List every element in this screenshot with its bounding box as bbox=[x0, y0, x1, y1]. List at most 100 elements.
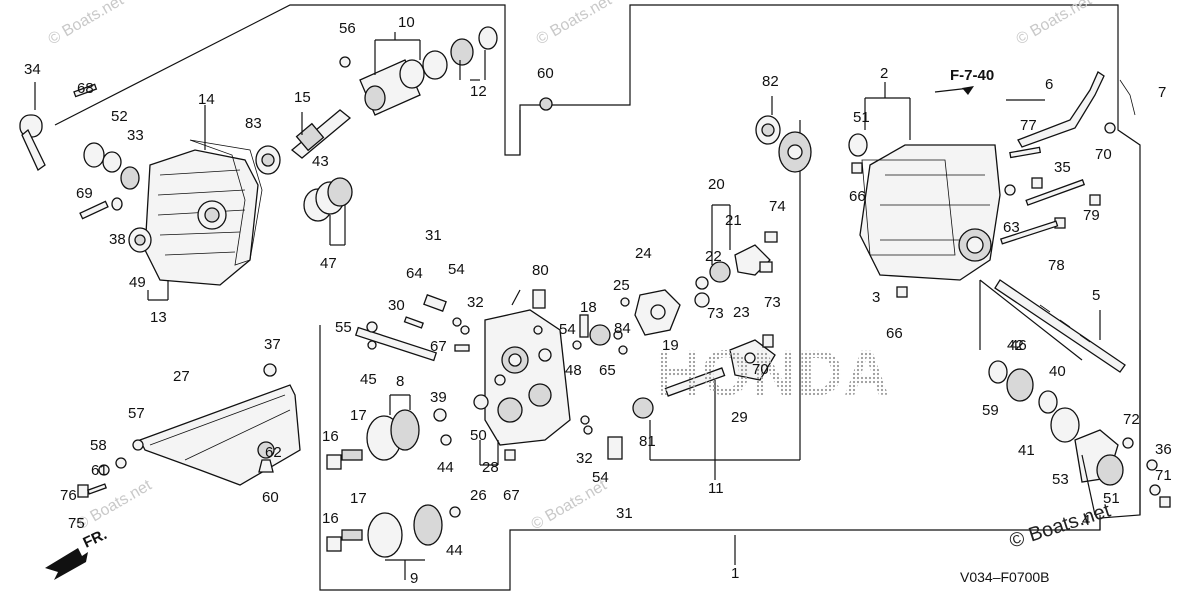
callout-number: 36 bbox=[1155, 441, 1172, 458]
callout-number: 2 bbox=[880, 65, 888, 82]
callout-number: 30 bbox=[388, 297, 405, 314]
callout-number: 51 bbox=[853, 109, 870, 126]
callout-number: 37 bbox=[264, 336, 281, 353]
callout-number: 81 bbox=[639, 433, 656, 450]
watermark: © Boats.net bbox=[46, 0, 128, 48]
callout-number: 44 bbox=[446, 542, 463, 559]
callout-number: 9 bbox=[410, 570, 418, 587]
callout-number: 33 bbox=[127, 127, 144, 144]
callout-number: 51 bbox=[1103, 490, 1120, 507]
callout-number: 15 bbox=[294, 89, 311, 106]
copyright-label: © Boats.net bbox=[1007, 499, 1114, 552]
callout-number: 68 bbox=[77, 80, 94, 97]
callout-number: 61 bbox=[91, 462, 108, 479]
callout-number: 66 bbox=[849, 188, 866, 205]
front-arrow-icon bbox=[45, 548, 88, 580]
left-housing-group bbox=[19, 26, 553, 286]
callout-number: 14 bbox=[198, 91, 215, 108]
callout-number: 73 bbox=[764, 294, 781, 311]
callout-number: 17 bbox=[350, 490, 367, 507]
callout-number: 55 bbox=[335, 319, 352, 336]
callout-number: 50 bbox=[470, 427, 487, 444]
callout-number: 3 bbox=[872, 289, 880, 306]
callout-number: 7 bbox=[1158, 84, 1166, 101]
callout-number: 56 bbox=[339, 20, 356, 37]
callout-number: 32 bbox=[467, 294, 484, 311]
callout-number: 39 bbox=[430, 389, 447, 406]
center-plate-group bbox=[326, 231, 778, 558]
front-direction-indicator: FR. bbox=[45, 526, 110, 580]
callout-number: 70 bbox=[752, 361, 769, 378]
callout-number: 45 bbox=[360, 371, 377, 388]
callout-number: 78 bbox=[1048, 257, 1065, 274]
callout-number: 75 bbox=[68, 515, 85, 532]
callout-number: 57 bbox=[128, 405, 145, 422]
callout-number: 49 bbox=[129, 274, 146, 291]
callout-number: 62 bbox=[265, 444, 282, 461]
callout-number: 38 bbox=[109, 231, 126, 248]
callout-number: 11 bbox=[708, 480, 724, 497]
callout-number: 13 bbox=[150, 309, 167, 326]
callout-number: 47 bbox=[320, 255, 337, 272]
callout-number: 16 bbox=[322, 428, 339, 445]
callout-number: 71 bbox=[1155, 467, 1172, 484]
callout-number: 24 bbox=[635, 245, 652, 262]
callout-number: 73 bbox=[707, 305, 724, 322]
callout-number: 35 bbox=[1054, 159, 1071, 176]
callout-number: 60 bbox=[537, 65, 554, 82]
callout-number: 19 bbox=[662, 337, 679, 354]
callout-number: 83 bbox=[245, 115, 262, 132]
leader-lines-left bbox=[34, 32, 521, 301]
callout-number: 41 bbox=[1018, 442, 1035, 459]
callout-number: 53 bbox=[1052, 471, 1069, 488]
callout-number: 66 bbox=[886, 325, 903, 342]
callout-number: 76 bbox=[60, 487, 77, 504]
callout-number: 69 bbox=[76, 185, 93, 202]
callout-number: 46 bbox=[1010, 337, 1027, 354]
callout-number: 84 bbox=[614, 320, 631, 337]
callout-number: 22 bbox=[705, 248, 722, 265]
callout-number: 10 bbox=[398, 14, 415, 31]
callout-number: 63 bbox=[1003, 219, 1020, 236]
callout-number: 28 bbox=[482, 459, 499, 476]
callout-number: 40 bbox=[1049, 363, 1066, 380]
callout-number: 12 bbox=[470, 83, 487, 100]
callout-number: 72 bbox=[1123, 411, 1140, 428]
callout-number: 17 bbox=[350, 407, 367, 424]
callout-number: 58 bbox=[90, 437, 107, 454]
callout-number: 54 bbox=[592, 469, 609, 486]
callout-number: 16 bbox=[322, 510, 339, 527]
bracket-group bbox=[77, 363, 301, 498]
callout-number: 23 bbox=[733, 304, 750, 321]
callout-number: 1 bbox=[731, 565, 739, 582]
callout-number: 32 bbox=[576, 450, 593, 467]
callout-number: 82 bbox=[762, 73, 779, 90]
callout-number: 4 bbox=[1082, 512, 1090, 529]
callout-number: 54 bbox=[559, 321, 576, 338]
callout-number: 6 bbox=[1045, 76, 1053, 93]
reference-arrow-icon bbox=[962, 86, 974, 95]
callout-number: 74 bbox=[769, 198, 786, 215]
callout-number: 27 bbox=[173, 368, 190, 385]
callout-number: 77 bbox=[1020, 117, 1037, 134]
drawing-code: V034–F0700B bbox=[960, 569, 1050, 585]
assembly-boundary-line bbox=[54, 4, 1141, 591]
callout-number: 67 bbox=[503, 487, 520, 504]
watermark: © Boats.net bbox=[1014, 0, 1096, 48]
callout-number: 8 bbox=[396, 373, 404, 390]
callout-number: 80 bbox=[532, 262, 549, 279]
callout-number: 54 bbox=[448, 261, 465, 278]
callout-number: 20 bbox=[708, 176, 725, 193]
callout-number: 59 bbox=[982, 402, 999, 419]
callout-number: 18 bbox=[580, 299, 597, 316]
callout-number: 64 bbox=[406, 265, 423, 282]
callout-number: 65 bbox=[599, 362, 616, 379]
callout-number: 25 bbox=[613, 277, 630, 294]
leader-lines-center bbox=[385, 120, 801, 580]
right-housing-group bbox=[755, 71, 1171, 508]
callout-number: 48 bbox=[565, 362, 582, 379]
callout-number: 31 bbox=[425, 227, 442, 244]
callout-number: 60 bbox=[262, 489, 279, 506]
